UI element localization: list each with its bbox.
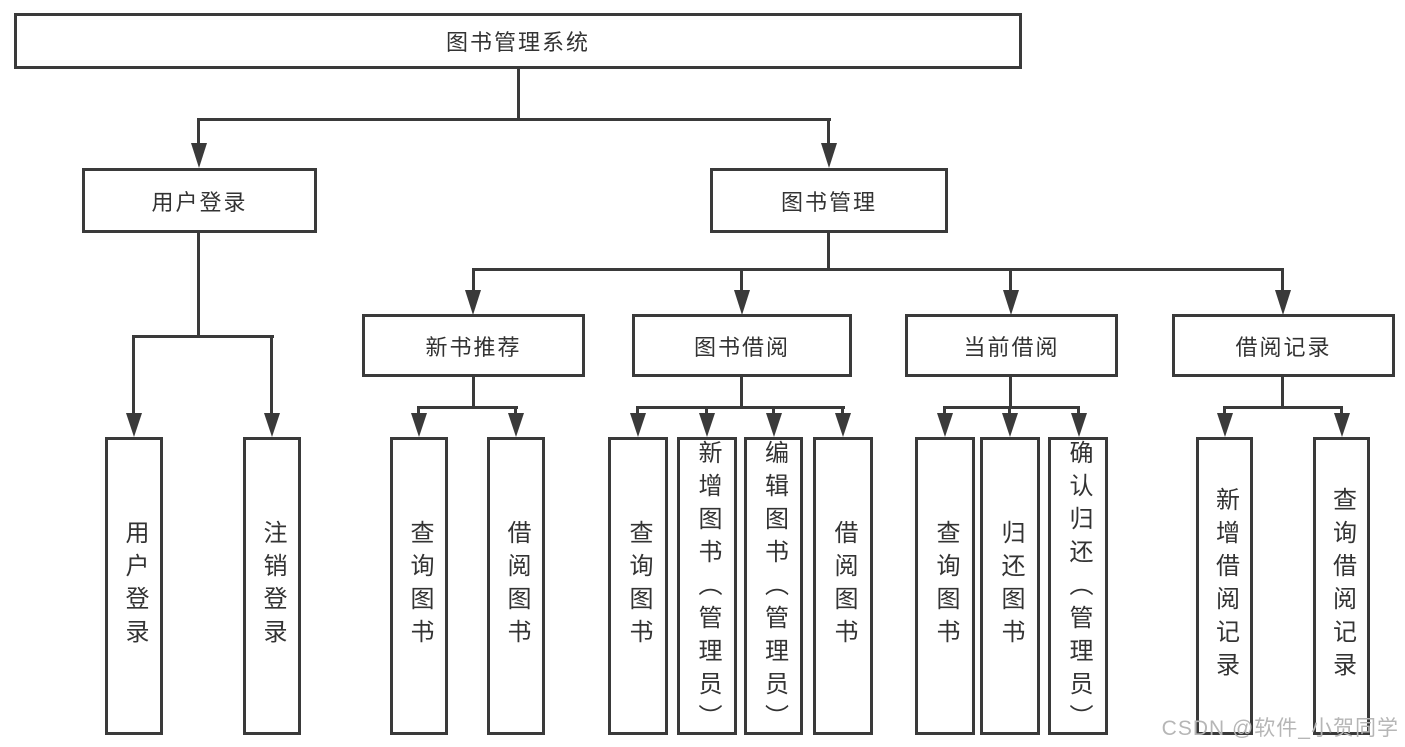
connector-level1-hline	[198, 118, 831, 121]
leaf-add-borrow-record: 新增借阅记录	[1196, 437, 1253, 735]
connector-drop-c1	[636, 406, 639, 417]
arrowhead-down-d1	[937, 413, 953, 437]
arrowhead-down-user-login	[191, 143, 207, 168]
connector-drop-current-borrowing	[1009, 268, 1012, 294]
connector-current-borrowing-hline	[943, 406, 1080, 409]
connector-drop-new-book	[472, 268, 475, 294]
connector-drop-d2	[1008, 406, 1011, 417]
arrowhead-down-current-borrowing	[1003, 290, 1019, 315]
node-current-borrowing: 当前借阅	[905, 314, 1118, 377]
connector-book-management-trunk	[827, 233, 830, 270]
connector-drop-leaf-user-login	[132, 335, 135, 417]
arrowhead-down-borrowing-records	[1275, 290, 1291, 315]
leaf-query-borrow-record: 查询借阅记录	[1313, 437, 1370, 735]
leaf-edit-books-admin: 编辑图书（管理员）	[744, 437, 803, 737]
node-new-book-recommendation: 新书推荐	[362, 314, 585, 377]
connector-user-login-hline	[132, 335, 274, 338]
arrowhead-down-new-book	[465, 290, 481, 315]
connector-book-borrowing-hline	[636, 406, 845, 409]
connector-drop-c4	[841, 406, 844, 417]
arrowhead-down-b1	[411, 413, 427, 437]
arrowhead-down-d2	[1002, 413, 1018, 437]
connector-drop-c3	[772, 406, 775, 417]
connector-book-borrowing-trunk	[740, 377, 743, 409]
arrowhead-down-book-borrowing	[734, 290, 750, 315]
connector-user-login-trunk	[197, 233, 200, 338]
node-user-login: 用户登录	[82, 168, 317, 233]
leaf-user-login: 用户登录	[105, 437, 163, 735]
leaf-borrow-books-recommend: 借阅图书	[487, 437, 545, 735]
arrowhead-down-book-management	[821, 143, 837, 168]
connector-drop-user-login	[197, 118, 200, 148]
leaf-query-books-borrowing: 查询图书	[608, 437, 668, 735]
connector-borrowing-records-trunk	[1281, 377, 1284, 409]
connector-new-book-hline	[417, 406, 518, 409]
connector-root-trunk	[517, 69, 520, 121]
arrowhead-down-c2	[699, 413, 715, 437]
arrowhead-down-c3	[766, 413, 782, 437]
node-book-borrowing: 图书借阅	[632, 314, 852, 377]
connector-drop-leaf-logout	[270, 335, 273, 417]
connector-drop-c2	[705, 406, 708, 417]
connector-drop-book-management	[827, 118, 830, 148]
arrowhead-down-leaf-logout	[264, 413, 280, 437]
connector-drop-d3	[1077, 406, 1080, 417]
connector-drop-borrowing-records	[1281, 268, 1284, 294]
arrowhead-down-d3	[1071, 413, 1087, 437]
connector-new-book-trunk	[472, 377, 475, 409]
arrowhead-down-e2	[1334, 413, 1350, 437]
leaf-borrow-books-borrowing: 借阅图书	[813, 437, 873, 735]
arrowhead-down-b2	[508, 413, 524, 437]
connector-drop-book-borrowing	[740, 268, 743, 294]
connector-current-borrowing-trunk	[1009, 377, 1012, 409]
connector-drop-b1	[417, 406, 420, 417]
node-book-management: 图书管理	[710, 168, 948, 233]
leaf-logout: 注销登录	[243, 437, 301, 735]
leaf-return-books: 归还图书	[980, 437, 1040, 735]
watermark: CSDN @软件_小贺同学	[1161, 717, 1399, 740]
connector-drop-e1	[1223, 406, 1226, 417]
node-library-management-system: 图书管理系统	[14, 13, 1022, 69]
leaf-confirm-return-admin: 确认归还（管理员）	[1048, 437, 1108, 737]
connector-borrowing-records-hline	[1223, 406, 1343, 409]
leaf-query-books-current: 查询图书	[915, 437, 975, 735]
node-borrowing-records: 借阅记录	[1172, 314, 1395, 377]
connector-drop-b2	[514, 406, 517, 417]
arrowhead-down-c4	[835, 413, 851, 437]
arrowhead-down-e1	[1217, 413, 1233, 437]
connector-drop-d1	[943, 406, 946, 417]
leaf-query-books-recommend: 查询图书	[390, 437, 448, 735]
connector-drop-e2	[1340, 406, 1343, 417]
connector-level2-hline	[472, 268, 1284, 271]
arrowhead-down-c1	[630, 413, 646, 437]
arrowhead-down-leaf-user-login	[126, 413, 142, 437]
leaf-add-books-admin: 新增图书（管理员）	[677, 437, 737, 737]
